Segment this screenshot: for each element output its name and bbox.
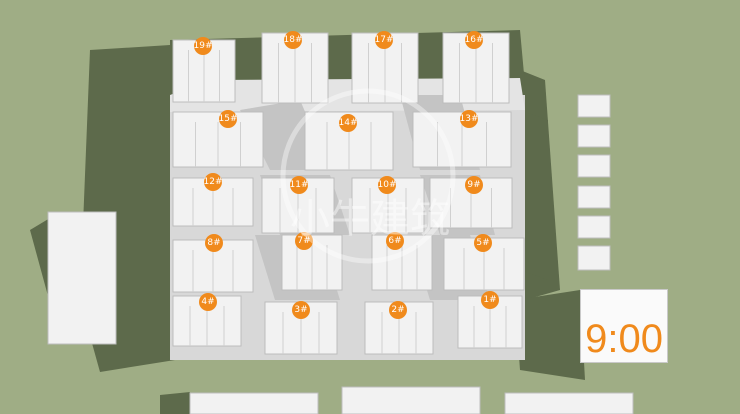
building-13: 7# <box>281 232 343 291</box>
building-marker <box>284 31 302 49</box>
building-label: 9# <box>467 180 480 190</box>
building-marker <box>465 31 483 49</box>
building-label: 13# <box>460 114 479 124</box>
time-display: 9:00 <box>580 289 668 363</box>
building-label: 5# <box>476 238 489 248</box>
building-marker <box>292 301 310 319</box>
building-marker <box>194 37 212 55</box>
building-14: 6# <box>371 232 433 291</box>
building-marker <box>199 293 217 311</box>
building-7: 13# <box>412 110 512 168</box>
building-marker <box>460 110 478 128</box>
time-text: 9:00 <box>585 317 663 361</box>
building-label: 3# <box>294 305 307 315</box>
building-marker <box>205 234 223 252</box>
building-19: 1# <box>457 291 523 349</box>
building-label: 8# <box>207 238 220 248</box>
watermark-ring <box>280 88 456 264</box>
building-11: 9# <box>429 176 513 229</box>
building-marker <box>204 173 222 191</box>
building-9: 11# <box>261 176 335 234</box>
building-15: 5# <box>443 234 525 291</box>
side-blocks <box>47 94 634 414</box>
building-label: 1# <box>483 295 496 305</box>
building-18: 2# <box>364 301 434 355</box>
building-label: 6# <box>388 236 401 246</box>
building-marker <box>389 301 407 319</box>
building-label: 4# <box>201 297 214 307</box>
building-5: 15# <box>172 110 264 168</box>
building-17: 3# <box>264 301 338 355</box>
building-label: 12# <box>204 177 223 187</box>
building-label: 11# <box>290 180 309 190</box>
building-marker <box>474 234 492 252</box>
building-1: 19# <box>172 37 236 103</box>
building-6: 14# <box>304 111 394 171</box>
building-label: 14# <box>339 118 358 128</box>
building-marker <box>375 31 393 49</box>
building-marker <box>481 291 499 309</box>
building-layer: 19# 18# 17# 16# 15# 14# 13# 12# 11# 10# 9# 8# 7# 6# 5#… <box>172 31 525 355</box>
building-2: 18# <box>261 31 329 104</box>
building-label: 7# <box>297 236 310 246</box>
building-marker <box>386 232 404 250</box>
building-16: 4# <box>172 293 242 347</box>
building-marker <box>219 110 237 128</box>
building-marker <box>378 176 396 194</box>
building-label: 17# <box>375 35 394 45</box>
building-4: 16# <box>442 31 510 104</box>
building-3: 17# <box>351 31 419 104</box>
building-label: 19# <box>194 41 213 51</box>
building-10: 10# <box>351 176 425 234</box>
building-12: 8# <box>172 234 254 293</box>
building-label: 10# <box>378 180 397 190</box>
building-marker <box>295 232 313 250</box>
building-marker <box>290 176 308 194</box>
building-label: 2# <box>391 305 404 315</box>
building-marker <box>339 114 357 132</box>
building-marker <box>465 176 483 194</box>
building-8: 12# <box>172 173 254 227</box>
building-label: 18# <box>284 35 303 45</box>
building-label: 15# <box>219 114 238 124</box>
watermark-text: 小牛建筑 <box>290 196 450 242</box>
building-label: 16# <box>465 35 484 45</box>
